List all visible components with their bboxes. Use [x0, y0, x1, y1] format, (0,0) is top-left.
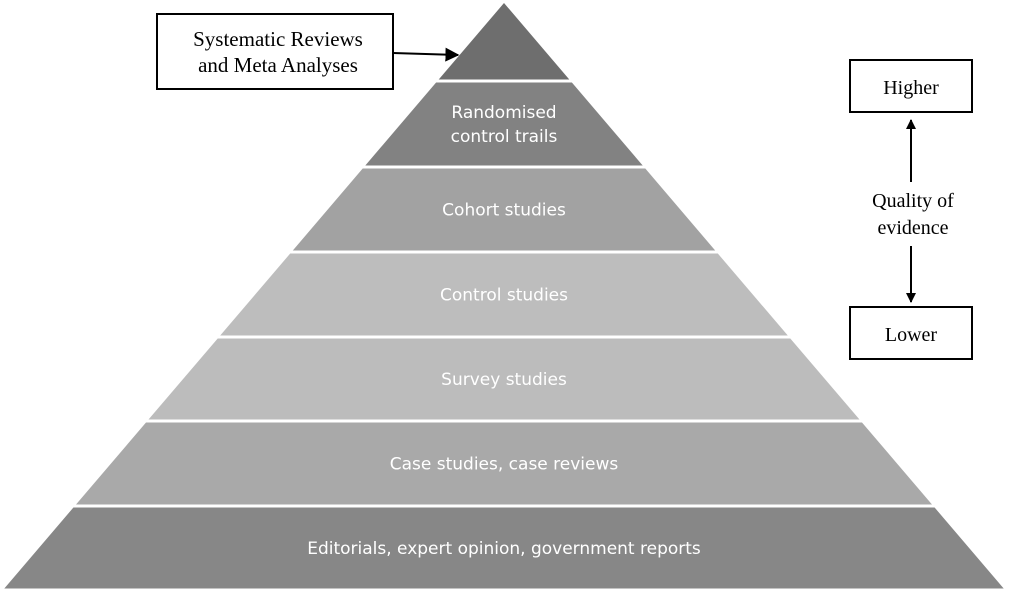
lower-label: Lower: [885, 324, 938, 346]
higher-label: Higher: [883, 77, 939, 99]
lower-box: [849, 306, 973, 360]
top-callout-line-2: and Meta Analyses: [198, 53, 358, 77]
quality-scale: Higher Quality of evidence Lower: [849, 59, 973, 360]
pyramid-tier-5: [148, 338, 860, 420]
pyramid-tier-2-label: Randomised: [451, 103, 556, 123]
pyramid-tier-7-label: Editorials, expert opinion, government r…: [307, 539, 701, 559]
pyramid-tier-5-label: Survey studies: [441, 370, 567, 390]
pyramid-tier-3-label: Cohort studies: [442, 201, 566, 221]
pyramid-tier-6: [76, 422, 932, 505]
pyramid-tier-2: [365, 82, 643, 166]
pyramid-tier-4-label: Control studies: [440, 286, 568, 306]
higher-box: [849, 59, 973, 113]
quality-axis-label-line-1: Quality of: [872, 190, 954, 212]
quality-axis-label-line-2: evidence: [877, 217, 948, 239]
pyramid-tier-2-label: control trails: [451, 127, 558, 147]
top-callout-line-1: Systematic Reviews: [193, 27, 363, 51]
pyramid-tier-6-label: Case studies, case reviews: [390, 455, 619, 475]
pyramid-tier-3: [292, 168, 716, 251]
top-callout: Systematic Reviews and Meta Analyses: [156, 13, 460, 90]
top-callout-arrow: [392, 47, 460, 62]
top-callout-box: [156, 13, 394, 90]
pyramid-tier-1: [438, 3, 570, 80]
pyramid-tier-7: [4, 507, 1004, 589]
pyramid-tier-4: [220, 253, 788, 336]
